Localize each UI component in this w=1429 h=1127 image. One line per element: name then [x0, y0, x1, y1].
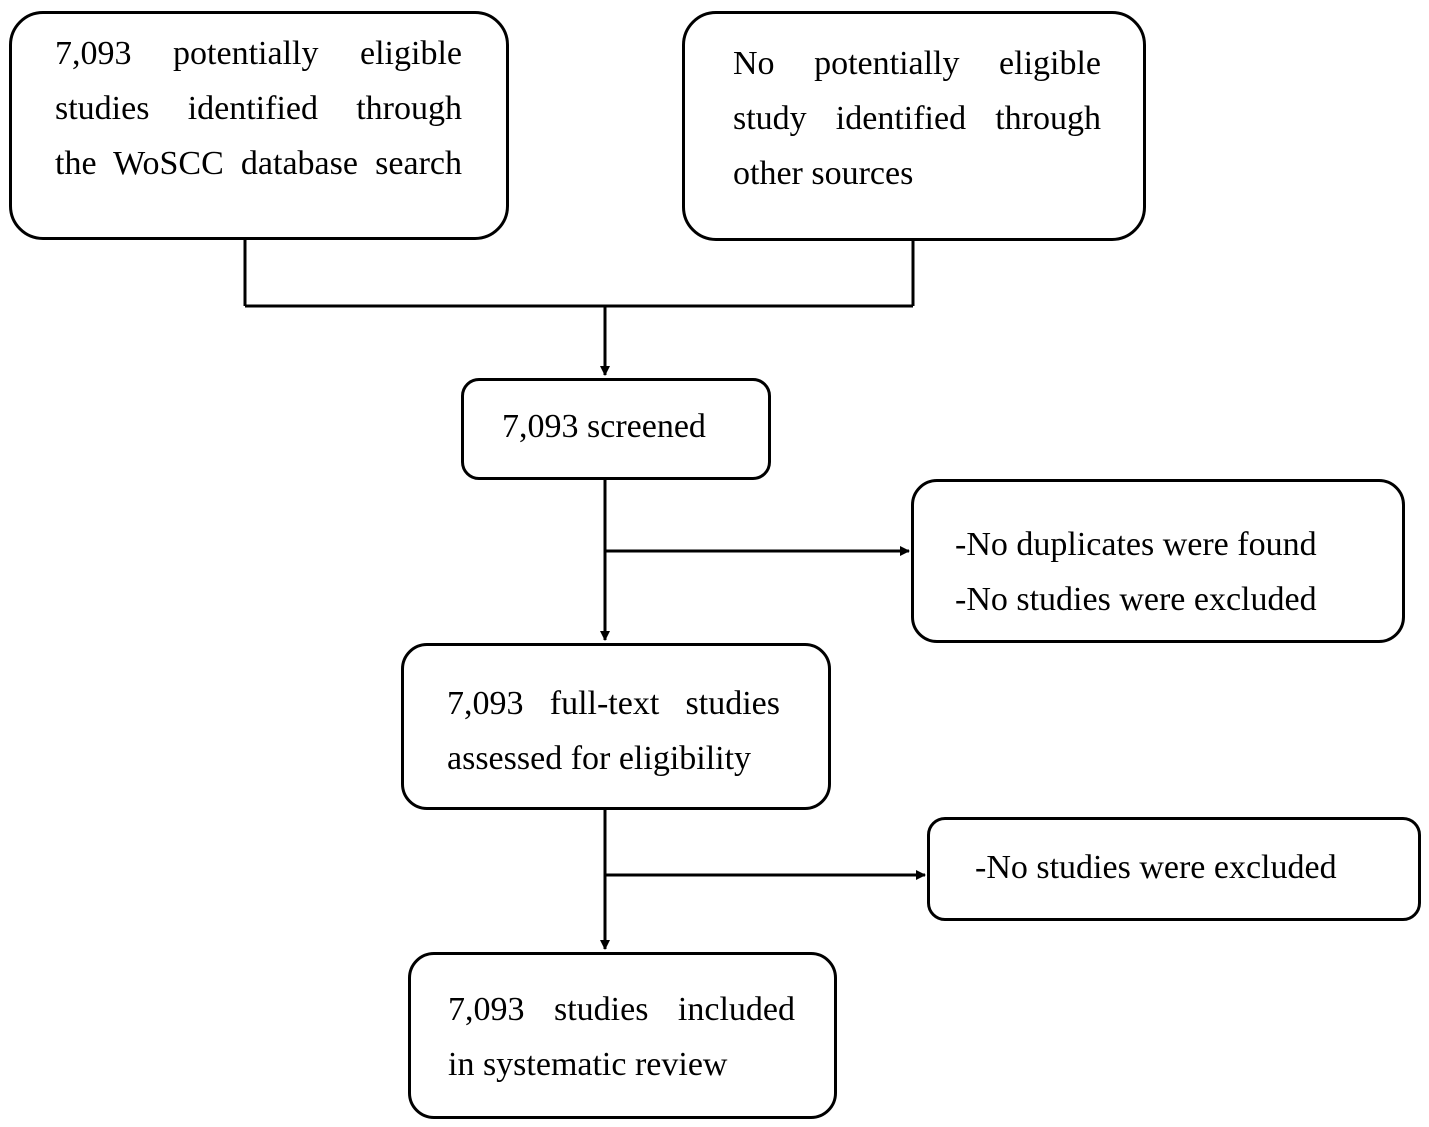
- box-text-line: 7,093 screened: [502, 408, 706, 445]
- box-text-line: studies identified through: [55, 90, 462, 127]
- screened-box: 7,093 screened: [461, 378, 771, 480]
- box-text-line: No potentially eligible: [733, 45, 1101, 82]
- box-text-line: other sources: [733, 155, 914, 192]
- box-text-line: 7,093 studies included: [448, 991, 795, 1028]
- box-text-line: the WoSCC database search: [55, 145, 462, 182]
- box-text-line: -No studies were excluded: [955, 581, 1317, 618]
- box-text-line: study identified through: [733, 100, 1101, 137]
- box-text-line: -No duplicates were found: [955, 526, 1317, 563]
- box-text-line: assessed for eligibility: [447, 740, 752, 777]
- box-text-line: in systematic review: [448, 1046, 728, 1083]
- screening-exclusions-box: -No duplicates were found -No studies we…: [911, 479, 1405, 643]
- included-box: 7,093 studies included in systematic rev…: [408, 952, 837, 1119]
- box-text-line: 7,093 full-text studies: [447, 685, 780, 722]
- box-text-line: -No studies were excluded: [975, 849, 1337, 886]
- eligibility-exclusions-box: -No studies were excluded: [927, 817, 1421, 921]
- eligibility-box: 7,093 full-text studies assessed for eli…: [401, 643, 831, 810]
- identification-other-sources-box: No potentially eligible study identified…: [682, 11, 1146, 241]
- identification-database-box: 7,093 potentially eligible studies ident…: [9, 11, 509, 240]
- box-text-line: 7,093 potentially eligible: [55, 35, 462, 72]
